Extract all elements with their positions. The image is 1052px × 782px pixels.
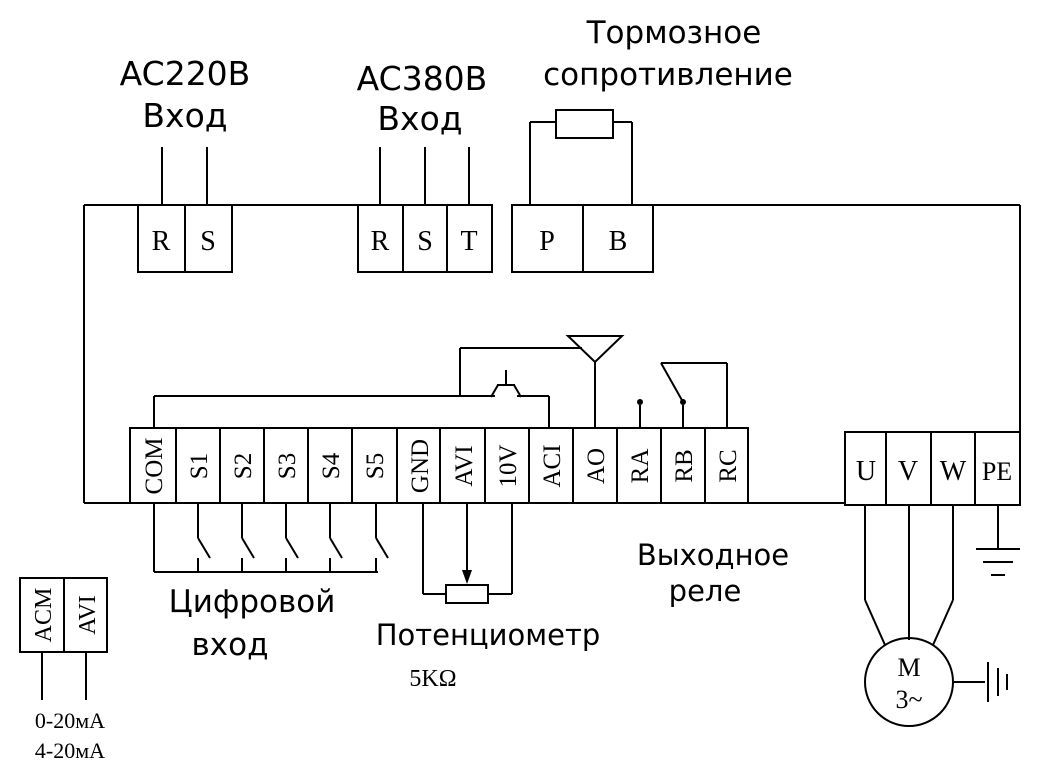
brake-terminal-b: B <box>609 226 628 257</box>
ac220-title: AC220B <box>120 54 251 93</box>
digital-input-label-1: Цифровой <box>169 584 336 620</box>
brake-resistor <box>529 109 633 205</box>
terminal-pe: PE <box>982 457 1012 486</box>
terminal-gnd: GND <box>407 439 434 493</box>
relay-label-1: Выходное <box>637 538 789 572</box>
terminal-s1: S1 <box>186 453 213 479</box>
potentiometer <box>422 503 513 604</box>
brake-title-1: Тормозное <box>586 15 762 51</box>
motor-wiring <box>864 505 954 646</box>
potentiometer-label: Потенциометр <box>376 618 601 652</box>
terminal-s3: S3 <box>274 453 301 479</box>
terminal-u: U <box>856 456 876 487</box>
ac380-terminal-t: T <box>460 226 477 257</box>
ac220-terminal-s: S <box>200 226 216 257</box>
terminal-aci: ACI <box>539 444 566 487</box>
terminal-rb: RB <box>671 449 698 482</box>
ac380-terminal-s: S <box>417 226 433 257</box>
motor-ground-icon <box>987 662 1008 702</box>
motor-label-phase: 3~ <box>895 685 922 714</box>
digital-input-label-2: вход <box>191 627 268 663</box>
analog-terminal-acm: ACM <box>31 588 57 643</box>
control-terminal-strip: COM S1 S2 S3 S4 S5 GND AVI 10V ACI AO RA… <box>129 427 749 504</box>
analog-terminal-avi: AVI <box>75 595 101 635</box>
brake-terminal-p: P <box>539 226 555 257</box>
terminal-com: COM <box>141 438 168 495</box>
ac380-title: AC380B <box>357 59 488 98</box>
ac220-terminal-block: R S <box>137 147 233 273</box>
ac380-sub: Вход <box>377 99 462 138</box>
ac220-sub: Вход <box>142 96 227 135</box>
terminal-s4: S4 <box>318 452 345 479</box>
terminal-s5: S5 <box>362 453 389 479</box>
ac380-terminal-block: R S T <box>357 147 493 273</box>
relay-contacts <box>637 362 728 428</box>
motor-symbol: M 3~ <box>864 637 985 727</box>
output-terminal-block: U V W PE <box>844 431 1021 506</box>
digital-input-switches <box>153 503 389 573</box>
analog-range-2: 4-20мА <box>35 738 105 763</box>
main-enclosure <box>83 204 1021 504</box>
terminal-ra: RA <box>627 449 654 484</box>
terminal-avi: AVI <box>451 445 478 486</box>
terminal-s2: S2 <box>230 453 257 479</box>
pe-ground-icon <box>976 505 1020 576</box>
terminal-v: V <box>898 456 918 487</box>
motor-label-m: M <box>897 653 920 682</box>
terminal-ao: AO <box>583 448 610 484</box>
ac220-terminal-r: R <box>152 226 171 257</box>
internal-wiring <box>153 335 625 428</box>
analog-input-block: ACM AVI <box>19 577 108 700</box>
brake-terminal-block: P B <box>511 204 654 273</box>
analog-range-1: 0-20мА <box>35 708 105 733</box>
ac380-terminal-r: R <box>371 226 390 257</box>
terminal-w: W <box>940 456 967 487</box>
terminal-10v: 10V <box>495 444 522 487</box>
terminal-rc: RC <box>715 449 742 482</box>
relay-label-2: реле <box>669 574 742 608</box>
brake-title-2: сопротивление <box>543 57 793 93</box>
potentiometer-value: 5KΩ <box>409 666 456 692</box>
